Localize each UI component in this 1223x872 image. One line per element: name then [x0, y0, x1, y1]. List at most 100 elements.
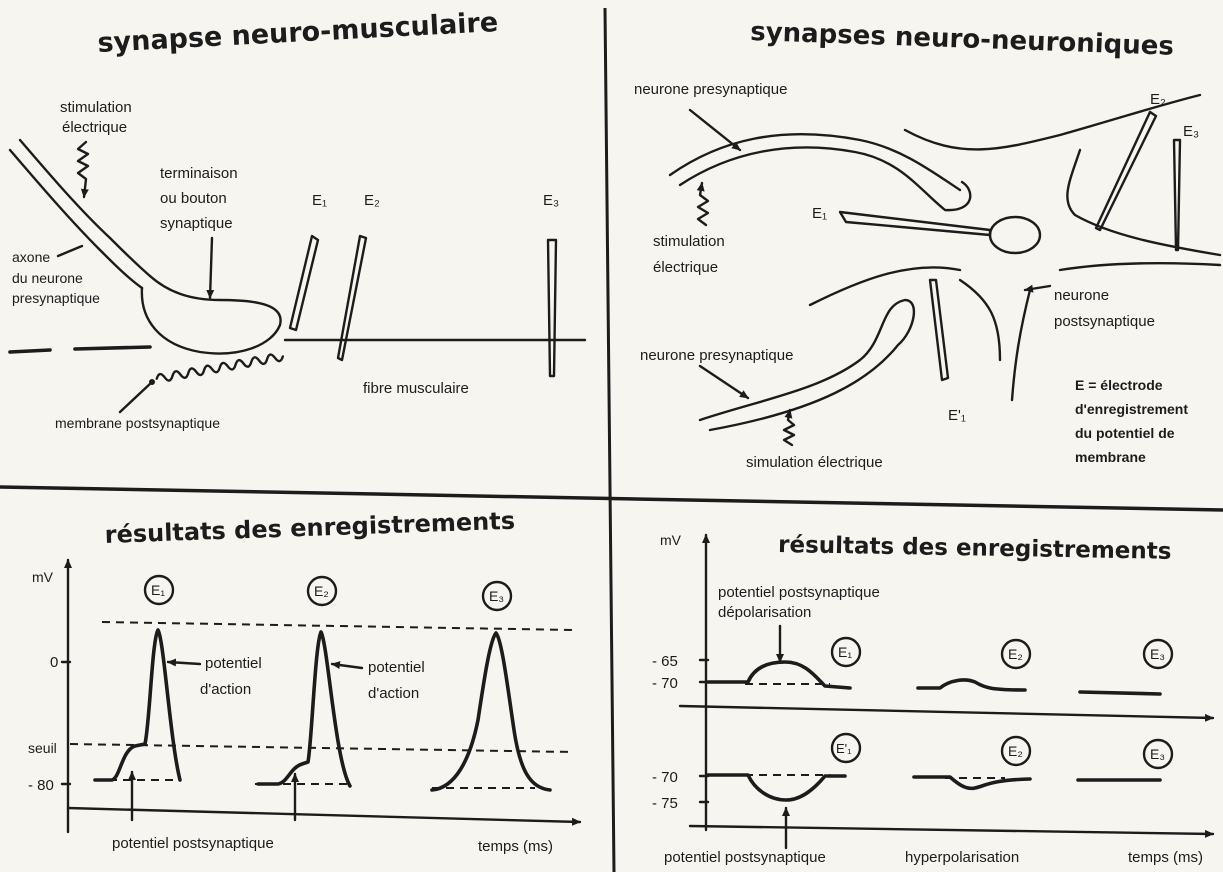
label-r-e2: E₂ — [1008, 646, 1023, 662]
label-hyper: hyperpolarisation — [905, 849, 1019, 866]
pa1-arrow — [168, 662, 200, 664]
pre2-axon — [700, 300, 914, 430]
simul-zigzag — [784, 410, 794, 445]
label-bouton-3: synaptique — [160, 215, 233, 232]
label-stim-2-r: électrique — [653, 259, 718, 276]
membrane-pointer-dot — [149, 379, 155, 385]
post-neuron-nucleus — [990, 217, 1040, 253]
title-neuromuscular: synapse neuro-musculaire — [97, 7, 499, 59]
label-pre2: neurone presynaptique — [640, 347, 793, 364]
label-temps-left: temps (ms) — [478, 838, 553, 855]
trace-e1 — [95, 630, 180, 780]
tick-75: - 75 — [652, 795, 678, 812]
label-e1: E₁ — [312, 192, 327, 209]
x-axis-right-top — [680, 706, 1213, 718]
legend-line-4: membrane — [1075, 449, 1146, 465]
label-e2: E₂ — [364, 192, 380, 209]
title-neuroneuronal: synapses neuro-neuroniques — [750, 17, 1175, 62]
label-pa1-2: d'action — [200, 681, 251, 698]
panel-neuromuscular: synapse neuro-musculaire stimulation éle… — [10, 7, 585, 431]
label-stim-1-r: stimulation — [653, 233, 725, 250]
x-axis-left — [68, 808, 580, 822]
title-results-right: résultats des enregistrements — [778, 532, 1172, 565]
tick-70a: - 70 — [652, 675, 678, 692]
label-e3-bl: E₃ — [489, 588, 504, 604]
label-r-e3b: E₃ — [1150, 746, 1165, 762]
label-r-e1p: E'₁ — [836, 741, 852, 756]
trace-r-e3 — [1080, 692, 1160, 694]
tick-80: - 80 — [28, 777, 54, 794]
electrode-e3 — [548, 240, 556, 376]
axon-line-outer — [10, 150, 142, 288]
label-pa2-2: d'action — [368, 685, 419, 702]
trace-r-e1p — [708, 775, 845, 800]
trace-e2 — [258, 632, 350, 786]
postsynaptic-membrane — [156, 353, 283, 383]
peak-level-line — [102, 622, 572, 630]
label-simul: simulation électrique — [746, 454, 883, 471]
label-r-e3: E₃ — [1150, 646, 1165, 662]
panel-neuroneuronal: synapses neuro-neuroniques neurone presy… — [634, 17, 1220, 471]
membrane-pointer — [120, 382, 152, 412]
trace-r-e2 — [918, 680, 1025, 690]
post-dendrite-lower — [1060, 263, 1220, 270]
label-r-e1: E₁ — [838, 644, 852, 660]
label-stim-1: stimulation — [60, 99, 132, 116]
label-e3-r: E₃ — [1183, 123, 1199, 140]
post-axon-2 — [1012, 290, 1030, 400]
stim-zigzag-arrow — [78, 142, 88, 197]
electrode-e1-r — [840, 212, 990, 235]
label-depol-2: dépolarisation — [718, 604, 811, 621]
label-axone-2: du neurone — [12, 270, 83, 286]
x-axis-right-bottom — [690, 826, 1213, 834]
post-arrow — [1025, 286, 1050, 290]
trace-r-e2b — [914, 777, 1030, 788]
label-post-1: neurone — [1054, 287, 1109, 304]
label-e1-bl: E₁ — [151, 582, 165, 598]
label-pps-left: potentiel postsynaptique — [112, 835, 274, 852]
pa2-arrow — [332, 664, 362, 668]
vertical-divider — [605, 8, 614, 872]
label-pa2-1: potentiel — [368, 659, 425, 676]
label-temps-right: temps (ms) — [1128, 849, 1203, 866]
label-e2-bl: E₂ — [314, 583, 329, 599]
label-mv-left: mV — [32, 569, 54, 585]
label-pps-right: potentiel postsynaptique — [664, 849, 826, 866]
electrode-e3-r — [1174, 140, 1180, 250]
muscle-fibre-left-2 — [75, 347, 150, 349]
label-e2-r: E₂ — [1150, 91, 1166, 108]
label-e1p-r: E'₁ — [948, 407, 966, 424]
electrode-e1 — [290, 236, 318, 330]
label-e3: E₃ — [543, 192, 559, 209]
label-post-2: postsynaptique — [1054, 313, 1155, 330]
electrode-e2 — [338, 236, 366, 360]
label-fibre: fibre musculaire — [363, 380, 469, 397]
label-r-e2b: E₂ — [1008, 743, 1023, 759]
tick-65: - 65 — [652, 653, 678, 670]
label-mv-right: mV — [660, 532, 682, 548]
label-axone-1: axone — [12, 249, 50, 265]
tick-seuil: seuil — [28, 740, 57, 756]
label-bouton-1: terminaison — [160, 165, 238, 182]
panel-results-right: mV résultats des enregistrements potenti… — [652, 532, 1213, 866]
legend-line-1: E = électrode — [1075, 377, 1163, 393]
label-e1-r: E₁ — [812, 205, 827, 222]
legend-line-2: d'enregistrement — [1075, 401, 1188, 417]
label-stim-2: électrique — [62, 119, 127, 136]
tick-70b: - 70 — [652, 769, 678, 786]
stim-r-zigzag — [698, 183, 708, 225]
pre2-arrow — [700, 366, 748, 398]
label-depol-1: potentiel postsynaptique — [718, 584, 880, 601]
electrode-e2-r — [1096, 112, 1156, 230]
title-results-left: résultats des enregistrements — [104, 507, 515, 549]
electrode-e1p-r — [930, 280, 948, 380]
label-pa1-1: potentiel — [205, 655, 262, 672]
bouton-arrow — [210, 238, 212, 298]
legend-line-3: du potentiel de — [1075, 425, 1175, 441]
post-dendrite-right — [1067, 150, 1220, 255]
muscle-fibre-left — [10, 350, 50, 352]
tick-0: 0 — [50, 654, 58, 671]
label-axone-3: presynaptique — [12, 290, 100, 306]
